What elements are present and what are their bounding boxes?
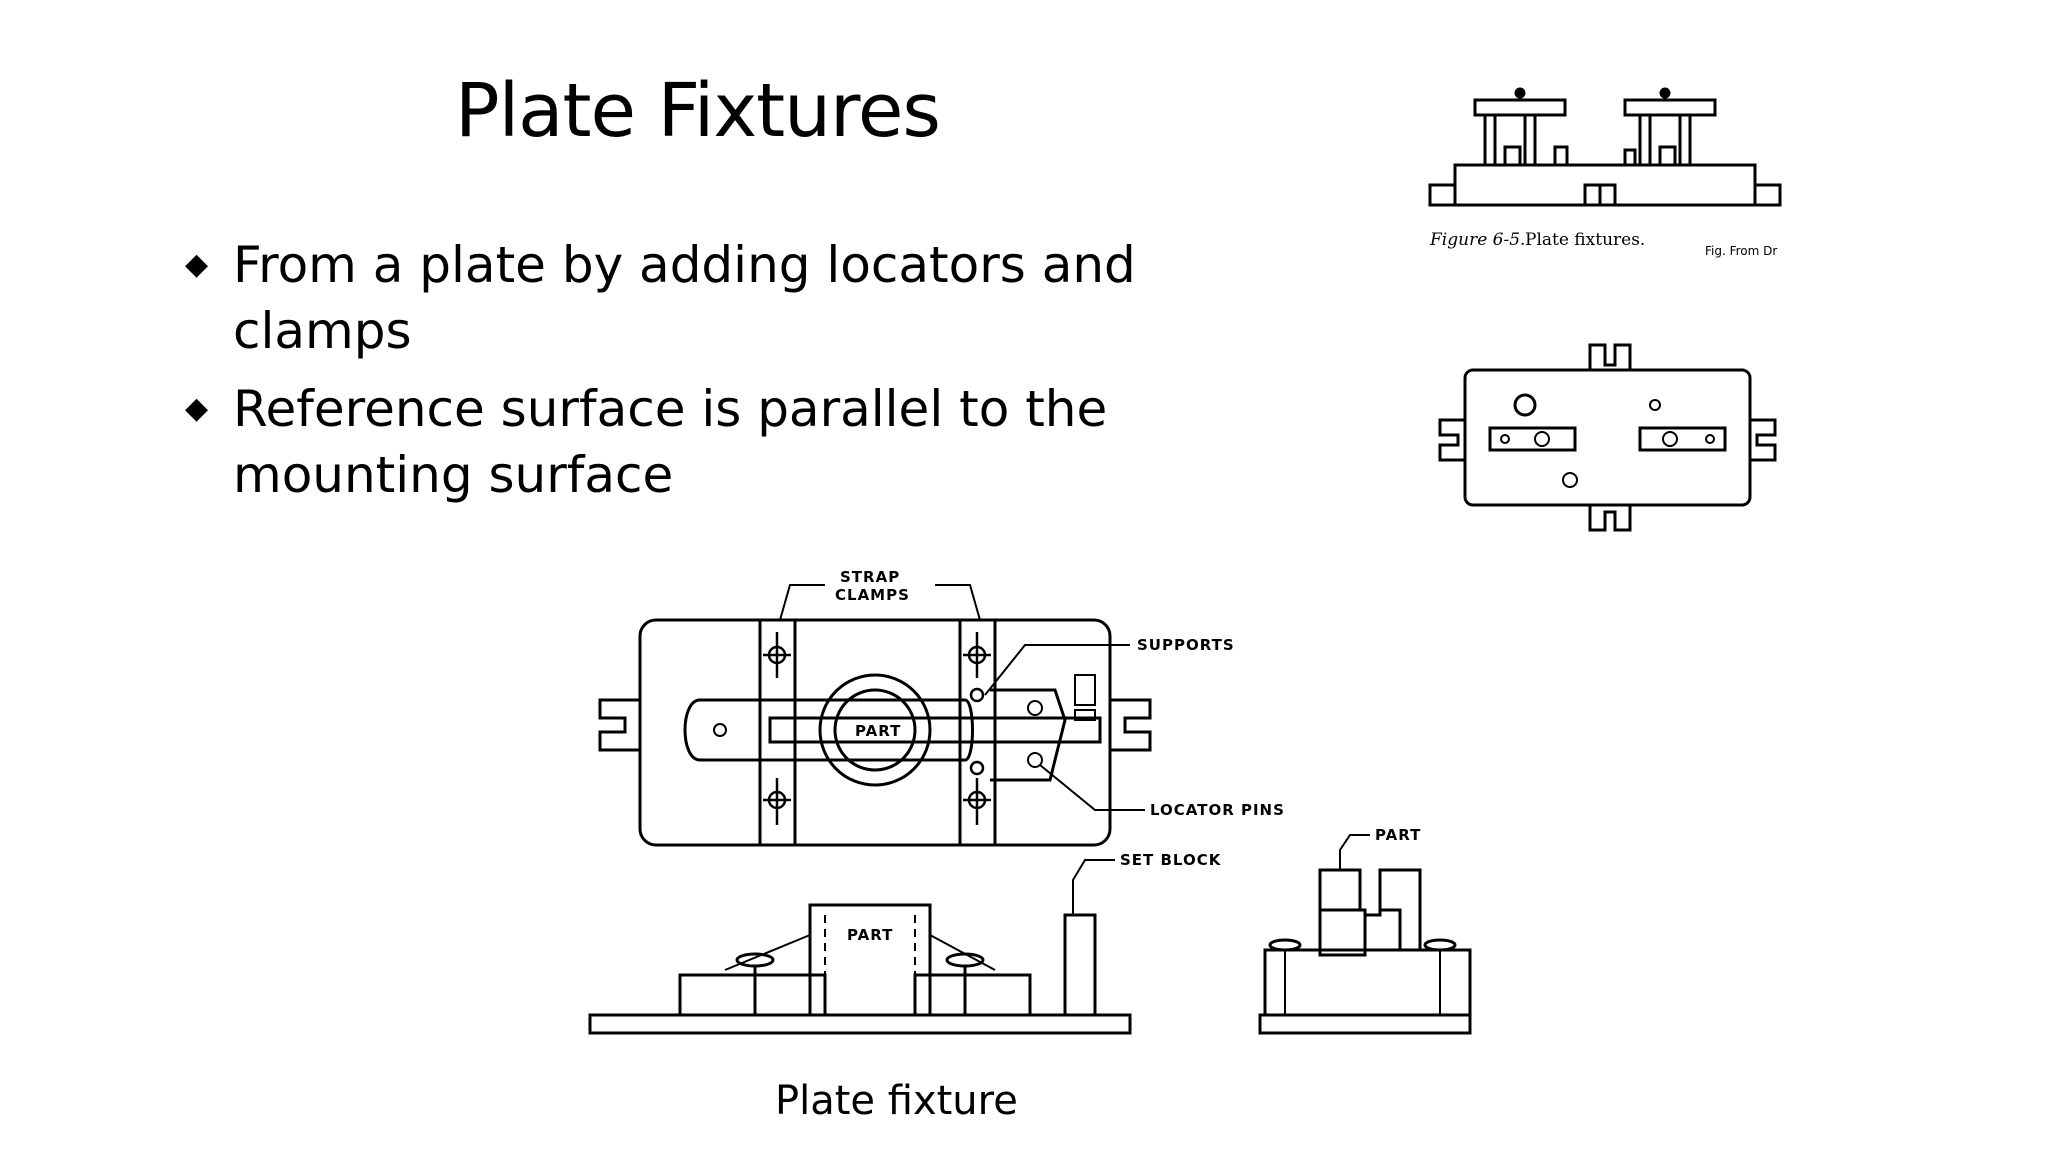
- strap-clamps-label-line1: STRAP: [840, 570, 900, 586]
- part-label-front-view: PART: [847, 926, 893, 944]
- bullet-text: Reference surface is parallel to the mou…: [233, 380, 1108, 504]
- locator-pins-label: LOCATOR PINS: [1150, 801, 1285, 819]
- bullet-list: ◆ From a plate by adding locators and cl…: [185, 232, 1145, 520]
- plate-fixture-main-drawing: PART STRAP CLAMPS SUPPORTS LOCATO: [588, 570, 1472, 1035]
- main-figure-caption: Plate fixture: [775, 1078, 1018, 1124]
- strap-clamps-label-line2: CLAMPS: [835, 586, 910, 604]
- bullet-text: From a plate by adding locators and clam…: [233, 236, 1136, 360]
- bullet-diamond-icon: ◆: [185, 391, 209, 426]
- plate-fixture-side-view-figure: Figure 6-5. Plate fixtures. Fig. From Dr: [1425, 85, 1805, 260]
- plate-fixture-top-view-drawing: [1438, 343, 1777, 532]
- supports-label: SUPPORTS: [1137, 636, 1235, 654]
- plate-fixture-side-view-drawing: Figure 6-5. Plate fixtures. Fig. From Dr: [1428, 87, 1782, 258]
- plate-fixture-main-figure: PART STRAP CLAMPS SUPPORTS LOCATO: [585, 570, 1485, 1040]
- part-label-top-view: PART: [855, 722, 901, 740]
- slide-title: Plate Fixtures: [455, 68, 941, 154]
- bullet-item: ◆ Reference surface is parallel to the m…: [185, 376, 1145, 508]
- bullet-item: ◆ From a plate by adding locators and cl…: [185, 232, 1145, 364]
- figure-source-note: Fig. From Dr: [1705, 244, 1777, 258]
- part-label-side-view: PART: [1375, 826, 1421, 844]
- set-block-label: SET BLOCK: [1120, 851, 1222, 869]
- figure-caption-text: Plate fixtures.: [1525, 230, 1645, 250]
- figure-caption-label: Figure 6-5.: [1429, 230, 1525, 250]
- bullet-diamond-icon: ◆: [185, 247, 209, 282]
- plate-fixture-top-view-figure: [1430, 340, 1790, 540]
